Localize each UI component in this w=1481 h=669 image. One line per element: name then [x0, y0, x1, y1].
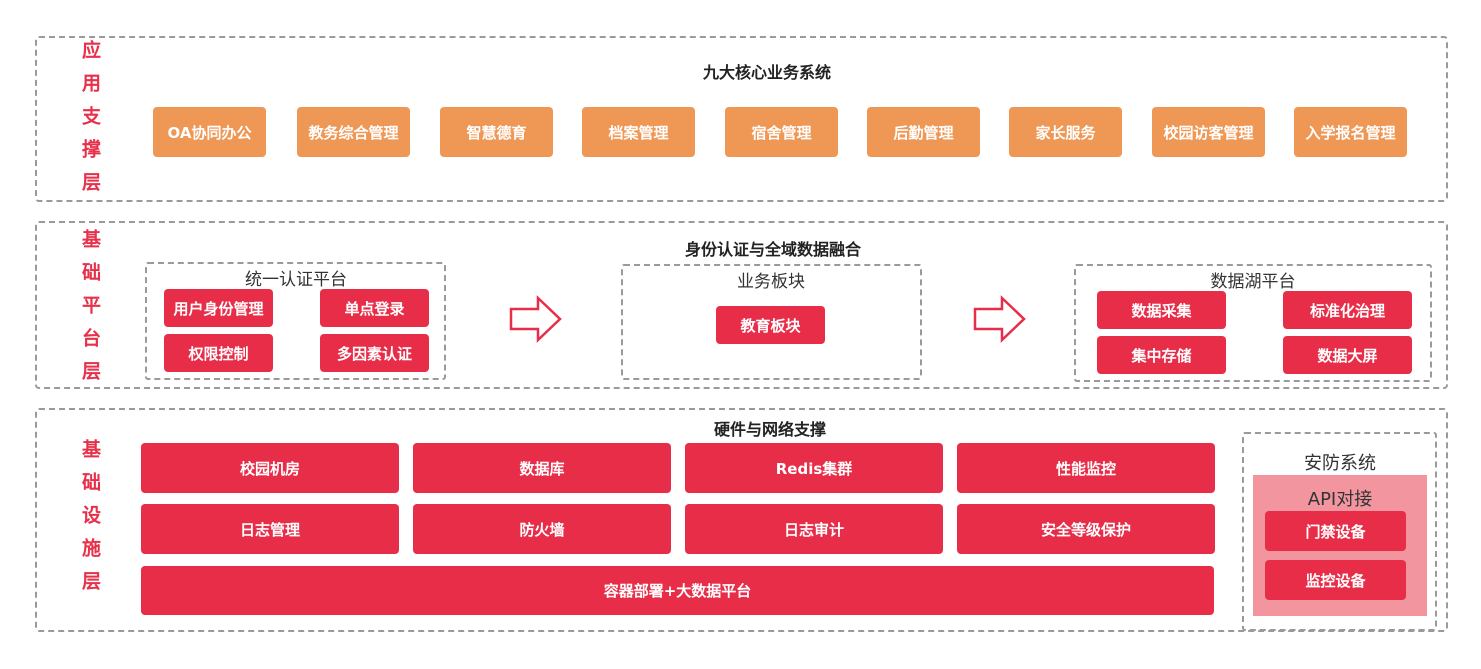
module-box: 日志管理	[141, 504, 399, 554]
group-title: 业务板块	[737, 272, 805, 292]
module-box: 安全等级保护	[957, 504, 1215, 554]
module-box: 多因素认证	[320, 334, 429, 372]
module-box: 日志审计	[685, 504, 943, 554]
module-box: 集中存储	[1097, 336, 1226, 374]
module-box: 容器部署+大数据平台	[141, 566, 1214, 615]
module-box: 数据采集	[1097, 291, 1226, 329]
module-box: 教育板块	[716, 306, 825, 344]
group-title: 数据湖平台	[1210, 272, 1296, 292]
module-box: 宿舍管理	[725, 107, 838, 157]
module-box: 后勤管理	[867, 107, 980, 157]
module-box: 家长服务	[1009, 107, 1122, 157]
module-box: Redis集群	[685, 443, 943, 493]
api-title: API对接	[1307, 489, 1373, 510]
module-box: 标准化治理	[1283, 291, 1412, 329]
arrow-right-icon	[509, 295, 562, 343]
arrow-right-icon	[973, 295, 1026, 343]
module-box: 智慧德育	[440, 107, 553, 157]
module-box: 教务综合管理	[297, 107, 410, 157]
group-title: 安防系统	[1304, 453, 1376, 474]
security-system-group	[1242, 432, 1437, 631]
module-box: 数据大屏	[1283, 336, 1412, 374]
layer-title: 硬件与网络支撑	[713, 420, 827, 439]
datalake-group	[1074, 264, 1432, 382]
infrastructure-layer	[35, 408, 1448, 632]
module-box: 数据库	[413, 443, 671, 493]
module-box: 防火墙	[413, 504, 671, 554]
auth-platform-group	[145, 262, 446, 380]
module-box: 校园访客管理	[1152, 107, 1265, 157]
business-group	[621, 264, 922, 380]
module-box: 档案管理	[582, 107, 695, 157]
module-box: 单点登录	[320, 289, 429, 327]
module-box: OA协同办公	[153, 107, 266, 157]
layer-title: 九大核心业务系统	[702, 63, 832, 82]
layer-label: 应用支撑层	[79, 40, 101, 205]
module-box: 入学报名管理	[1294, 107, 1407, 157]
module-box: 校园机房	[141, 443, 399, 493]
layer-label: 基础平台层	[79, 229, 101, 394]
module-box: 性能监控	[957, 443, 1215, 493]
group-title: 统一认证平台	[245, 270, 347, 290]
module-box: 监控设备	[1265, 560, 1406, 600]
app-support-layer	[35, 36, 1448, 202]
module-box: 权限控制	[164, 334, 273, 372]
base-platform-layer	[35, 221, 1448, 389]
module-box: 用户身份管理	[164, 289, 273, 327]
layer-label: 基础设施层	[79, 439, 101, 604]
layer-title: 身份认证与全域数据融合	[684, 240, 862, 259]
module-box: 门禁设备	[1265, 511, 1406, 551]
